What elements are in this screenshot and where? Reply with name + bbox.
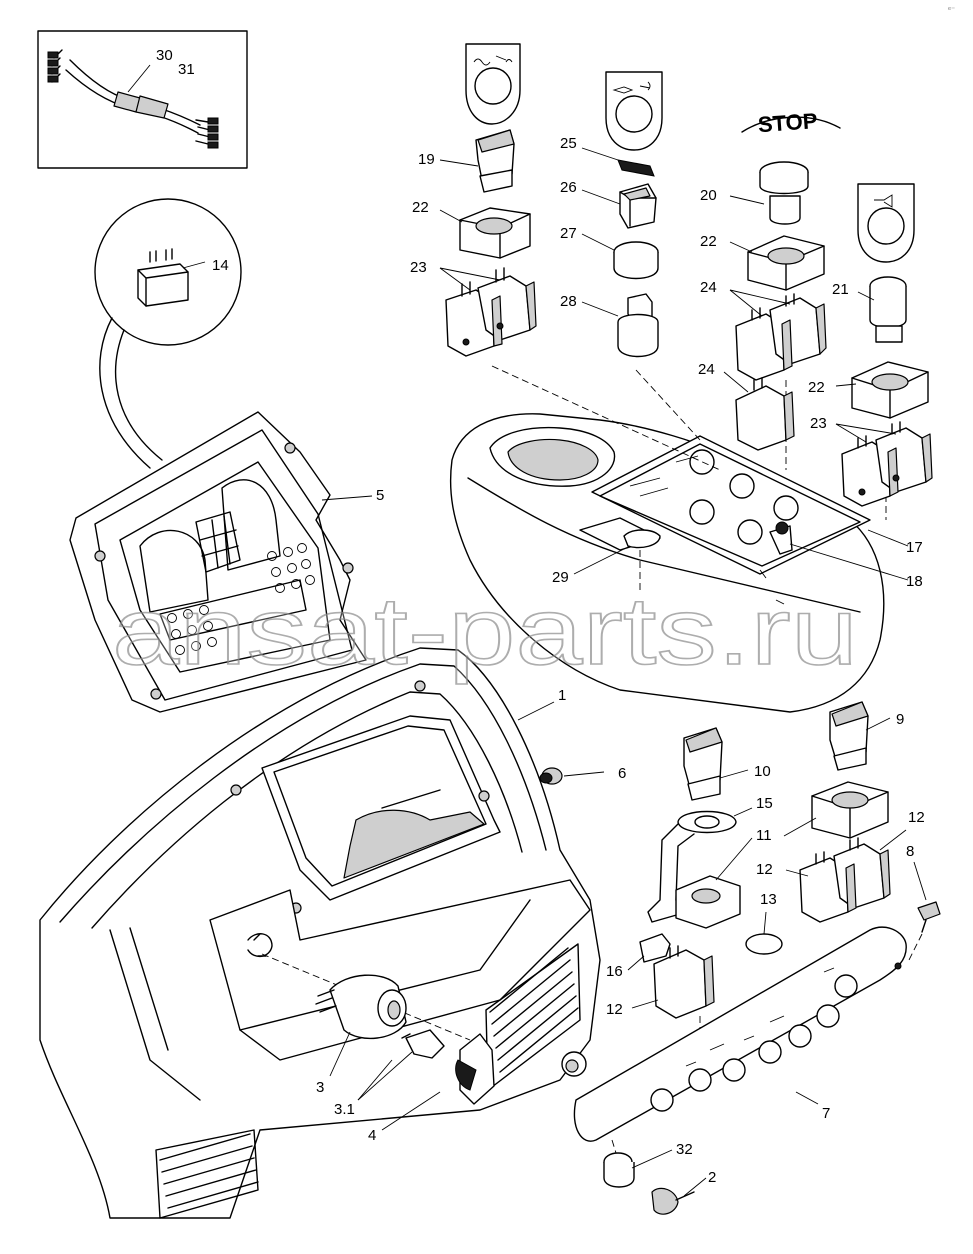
switch-panel-plate <box>573 926 907 1167</box>
dashboard-housing <box>39 647 601 1219</box>
part-label: 5 <box>376 487 384 504</box>
selector-switch-9 <box>829 701 891 771</box>
part-label: 11 <box>756 827 772 844</box>
stop-label: STOP <box>757 108 818 137</box>
watermark-text: ansat-parts.ru <box>112 578 858 685</box>
contact-blocks-12a <box>785 829 907 923</box>
part-label: 15 <box>756 795 773 812</box>
blank-cap-13 <box>745 911 783 955</box>
part-label: 29 <box>552 569 569 586</box>
contact-blocks-24 <box>723 289 827 451</box>
screw-2 <box>651 1177 707 1215</box>
emergency-stop-button: STOP <box>729 108 841 225</box>
contact-block-12b <box>631 945 715 1070</box>
part-label: 27 <box>560 225 577 242</box>
part-label: 24 <box>700 279 717 296</box>
part-label: 23 <box>810 415 827 432</box>
part-label: 12 <box>908 809 925 826</box>
selector-switch-10 <box>683 727 749 801</box>
display-monitor <box>69 411 373 713</box>
selector-switch-19 <box>439 43 521 193</box>
display-buttons-left <box>167 605 217 655</box>
clip-16 <box>627 933 671 971</box>
display-buttons-right <box>267 543 315 593</box>
part-label: 22 <box>412 199 429 216</box>
part-label: 30 <box>156 47 173 64</box>
vent-grille-left <box>155 1129 259 1219</box>
part-label: 4 <box>368 1127 376 1144</box>
contact-holder-22a <box>439 207 531 259</box>
armrest-console <box>449 365 909 713</box>
contact-holder-11a <box>675 837 753 929</box>
horn-button-21 <box>857 183 915 343</box>
ignition-switch <box>315 974 445 1101</box>
part-label: 16 <box>606 963 623 980</box>
part-label: 1 <box>558 687 566 704</box>
part-label: 7 <box>822 1105 830 1122</box>
part-label: 13 <box>760 891 777 908</box>
screw-8 <box>907 861 941 963</box>
part-label: 22 <box>700 233 717 250</box>
part-label: 23 <box>410 259 427 276</box>
part-label: 20 <box>700 187 717 204</box>
part-label: 2 <box>708 1169 716 1186</box>
part-label: 12 <box>756 861 773 878</box>
part-label: 8 <box>906 843 914 860</box>
part-label: 18 <box>906 573 923 590</box>
contact-holder-22c <box>835 361 929 419</box>
contact-holder-11b <box>783 781 889 839</box>
part-label: 28 <box>560 293 577 310</box>
cable-harness-inset <box>37 30 248 169</box>
part-label: 3.1 <box>334 1101 355 1118</box>
part-label: 24 <box>698 361 715 378</box>
part-label: 17 <box>906 539 923 556</box>
part-label: 6 <box>618 765 626 782</box>
contact-holder-22b <box>729 235 825 291</box>
part-label: 31 <box>178 61 195 78</box>
power-socket <box>381 1033 587 1131</box>
part-label: 19 <box>418 151 435 168</box>
part-label: 25 <box>560 135 577 152</box>
part-label: 22 <box>808 379 825 396</box>
push-button-assembly-25-28 <box>581 71 663 358</box>
part-label: 12 <box>606 1001 623 1018</box>
part-label: 3 <box>316 1079 324 1096</box>
part-label: 21 <box>832 281 849 298</box>
corner-mark: ᵉ⁻ <box>948 5 955 14</box>
part-label: 10 <box>754 763 771 780</box>
mounting-bracket <box>647 807 753 923</box>
contact-blocks-23a <box>439 267 537 357</box>
bushing-32 <box>603 1149 673 1188</box>
relay-callout <box>94 198 242 469</box>
knob-6 <box>539 767 605 785</box>
part-label: 26 <box>560 179 577 196</box>
part-label: 32 <box>676 1141 693 1158</box>
part-label: 9 <box>896 711 904 728</box>
contact-blocks-23b <box>835 421 933 507</box>
part-label: 14 <box>212 257 229 274</box>
